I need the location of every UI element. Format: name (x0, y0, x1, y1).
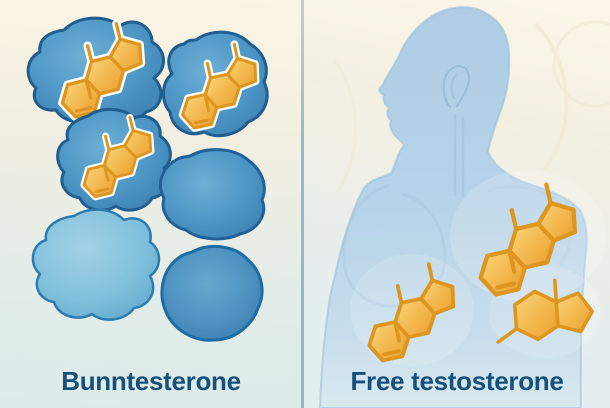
silhouette-neck-lines (453, 114, 465, 198)
silhouette-ear (442, 65, 471, 108)
bound-testosterone-panel: Bunntesterone (0, 0, 302, 408)
bound-testosterone-label: Bunntesterone (61, 366, 241, 396)
empty-protein-blob (159, 148, 266, 241)
panel-divider (301, 0, 304, 408)
free-testosterone-panel: Free testosterone (304, 0, 610, 408)
bound-testosterone-art (26, 0, 302, 342)
background-leaf-shapes (332, 20, 610, 197)
free-testosterone-art (318, 6, 610, 408)
empty-protein-blob (160, 245, 264, 342)
empty-protein-blob (31, 208, 161, 321)
free-testosterone-label: Free testosterone (350, 366, 564, 396)
